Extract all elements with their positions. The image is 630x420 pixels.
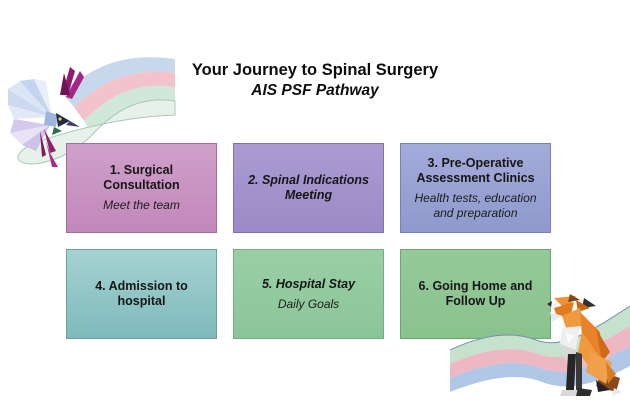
step-box-4-admission-to-hospital: 4. Admission to hospital <box>66 249 217 339</box>
hummingbird-ribbon-illustration <box>8 57 176 167</box>
page-title: Your Journey to Spinal Surgery AIS PSF P… <box>0 60 630 102</box>
step-title: 5. Hospital Stay <box>261 276 356 291</box>
step-box-3-pre-operative-assessment-clinics: 3. Pre-Operative Assessment Clinics Heal… <box>400 143 551 233</box>
fox-ribbon-illustration <box>450 294 630 396</box>
step-box-5-hospital-stay: 5. Hospital Stay Daily Goals <box>233 249 384 339</box>
step-subtitle: Daily Goals <box>277 296 340 311</box>
hummingbird-icon <box>8 67 84 167</box>
step-title: 4. Admission to hospital <box>95 279 188 308</box>
step-title: 1. Surgical Consultation <box>103 163 180 193</box>
step-subtitle: Health tests, education and preparation <box>414 191 537 220</box>
title-subtitle: AIS PSF Pathway <box>251 82 379 100</box>
step-box-2-spinal-indications-meeting: 2. Spinal Indications Meeting <box>233 143 384 233</box>
fox-icon <box>547 294 622 396</box>
step-subtitle: Meet the team <box>103 198 180 213</box>
step-title: 3. Pre-Operative Assessment Clinics <box>416 156 535 186</box>
step-title: 2. Spinal Indications Meeting <box>248 173 369 202</box>
ribbon-top-left-icon <box>17 57 176 165</box>
step-box-6-going-home-and-follow-up: 6. Going Home and Follow Up <box>400 249 551 339</box>
title-main: Your Journey to Spinal Surgery <box>191 61 439 79</box>
step-title: 6. Going Home and Follow Up <box>418 279 533 308</box>
step-box-1-surgical-consultation: 1. Surgical Consultation Meet the team <box>66 143 217 233</box>
